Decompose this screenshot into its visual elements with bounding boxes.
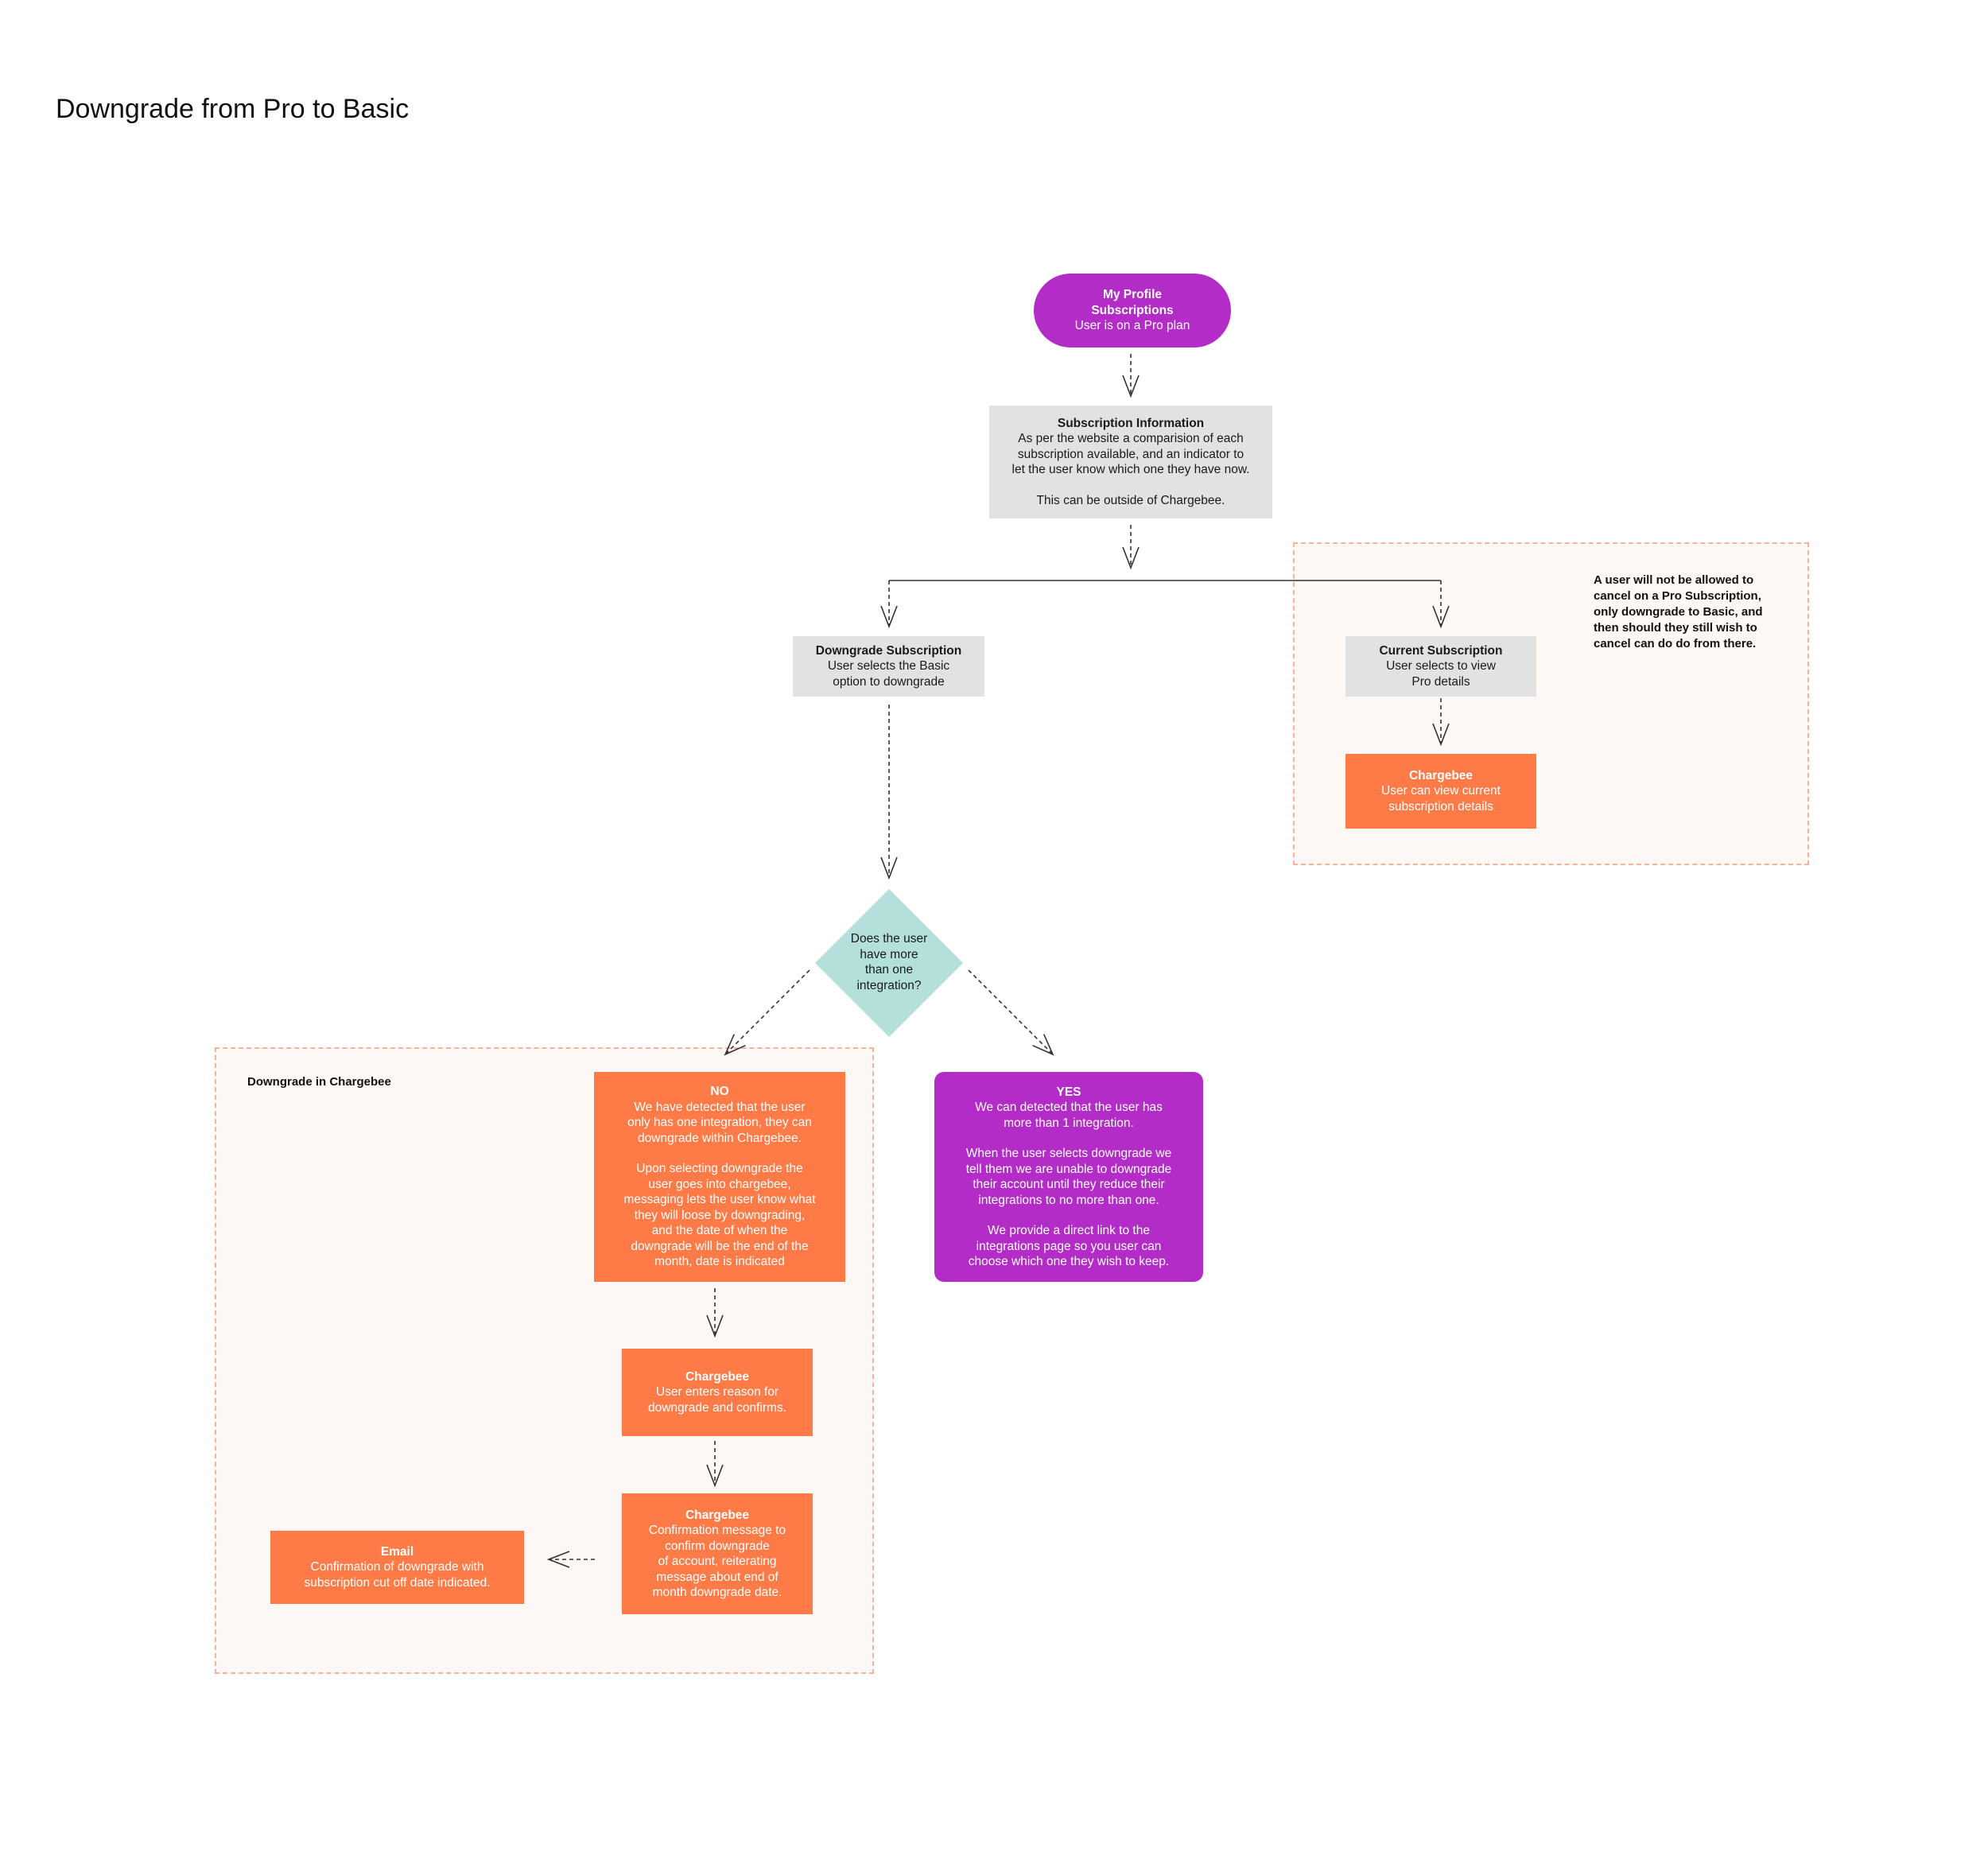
node-text-line: they will loose by downgrading,: [634, 1208, 806, 1222]
node-text-line: subscription available, and an indicator…: [1017, 447, 1244, 461]
node-text-line: Confirmation of downgrade with: [310, 1560, 484, 1574]
node-text-line: downgrade within Chargebee.: [638, 1131, 802, 1145]
node-text-line: subscription cut off date indicated.: [304, 1575, 491, 1590]
node-text-line: User can view current: [1381, 784, 1501, 798]
region-label-downgrade-in-chargebee: Downgrade in Chargebee: [247, 1075, 391, 1089]
node-text-line: downgrade will be the end of the: [631, 1239, 809, 1253]
node-text-line: choose which one they wish to keep.: [968, 1255, 1170, 1268]
note-line: A user will not be allowed to: [1594, 573, 1754, 587]
node-text-line: more than 1 integration.: [1004, 1116, 1134, 1130]
node-text-line: integrations to no more than one.: [978, 1193, 1159, 1207]
node-text-line: Pro details: [1411, 674, 1470, 689]
node-text-line: their account until they reduce their: [973, 1178, 1165, 1191]
node-text-line: User selects to view: [1386, 659, 1496, 674]
node-heading: NO: [710, 1085, 729, 1099]
node-heading: Email: [380, 1544, 414, 1559]
decision-line: integration?: [856, 978, 922, 992]
node-text-line: When the user selects downgrade we: [965, 1147, 1172, 1160]
node-text-line: message about end of: [656, 1570, 779, 1584]
node-text-line: messaging lets the user know what: [623, 1193, 816, 1207]
page-title: Downgrade from Pro to Basic: [56, 94, 410, 124]
subscription-information-node: Subscription Information As per the webs…: [989, 406, 1272, 518]
edge-decision-to-no: [724, 969, 810, 1056]
node-text-line: user goes into chargebee,: [648, 1177, 791, 1191]
chargebee-view-node: Chargebee User can view current subscrip…: [1345, 754, 1536, 829]
node-text-line: This can be outside of Chargebee.: [1036, 493, 1225, 507]
node-heading: Chargebee: [1408, 768, 1474, 782]
node-heading: Subscription Information: [1057, 416, 1205, 430]
chargebee-confirmation-node: Chargebee Confirmation message to confir…: [622, 1493, 813, 1614]
decision-question: Does the user have more than one integra…: [833, 929, 945, 996]
decision-line: than one: [864, 963, 914, 977]
start-line-2: Subscriptions: [1091, 303, 1174, 317]
note-line: cancel can do do from there.: [1594, 637, 1757, 650]
node-text-line: As per the website a comparision of each: [1018, 432, 1244, 446]
node-text-line: integrations page so you user can: [976, 1239, 1162, 1253]
edge-decision-to-yes: [968, 969, 1054, 1056]
note-line: then should they still wish to: [1594, 621, 1757, 635]
start-line-3: User is on a Pro plan: [1074, 319, 1190, 333]
node-text-line: only has one integration, they can: [627, 1116, 812, 1130]
decision-line: have more: [860, 947, 918, 961]
node-text-line: User enters reason for: [655, 1385, 779, 1400]
node-heading: Chargebee: [685, 1508, 750, 1522]
note-line: only downgrade to Basic, and: [1594, 605, 1763, 619]
node-heading: Downgrade Subscription: [815, 643, 962, 658]
email-node: Email Confirmation of downgrade with sub…: [270, 1531, 524, 1604]
yes-branch-node: YES We can detected that the user has mo…: [934, 1072, 1203, 1282]
node-text-line: month, date is indicated: [654, 1255, 785, 1269]
node-text-line: Upon selecting downgrade the: [636, 1162, 803, 1176]
node-heading: YES: [1056, 1085, 1081, 1099]
cancel-policy-note: A user will not be allowed to cancel on …: [1594, 573, 1763, 652]
node-text-line: downgrade and confirms.: [647, 1400, 787, 1415]
current-subscription-node: Current Subscription User selects to vie…: [1345, 636, 1536, 697]
node-text-line: tell them we are unable to downgrade: [965, 1162, 1172, 1176]
node-text-line: and the date of when the: [651, 1224, 788, 1238]
start-node-my-profile: My Profile Subscriptions User is on a Pr…: [1034, 274, 1231, 348]
decision-diamond: [815, 889, 963, 1037]
node-text-line: of account, reiterating: [658, 1555, 777, 1568]
node-heading: Chargebee: [685, 1369, 750, 1384]
node-heading: Current Subscription: [1379, 643, 1503, 658]
node-text-line: We provide a direct link to the: [988, 1224, 1150, 1237]
node-text-line: let the user know which one they have no…: [1011, 463, 1250, 477]
node-text-line: option to downgrade: [833, 674, 945, 689]
downgrade-subscription-node: Downgrade Subscription User selects the …: [793, 636, 984, 697]
chargebee-reason-node: Chargebee User enters reason for downgra…: [622, 1349, 813, 1436]
node-text-line: Confirmation message to: [648, 1524, 786, 1537]
decision-line: Does the user: [850, 932, 928, 945]
node-text-line: We have detected that the user: [634, 1100, 806, 1114]
node-text-line: subscription details: [1388, 799, 1493, 813]
start-line-1: My Profile: [1102, 288, 1163, 302]
node-text-line: We can detected that the user has: [975, 1101, 1163, 1114]
node-text-line: month downgrade date.: [652, 1586, 782, 1599]
node-text-line: User selects the Basic: [827, 659, 950, 674]
no-branch-node: NO We have detected that the user only h…: [594, 1072, 845, 1282]
node-text-line: confirm downgrade: [665, 1539, 770, 1553]
note-line: cancel on a Pro Subscription,: [1594, 589, 1761, 603]
